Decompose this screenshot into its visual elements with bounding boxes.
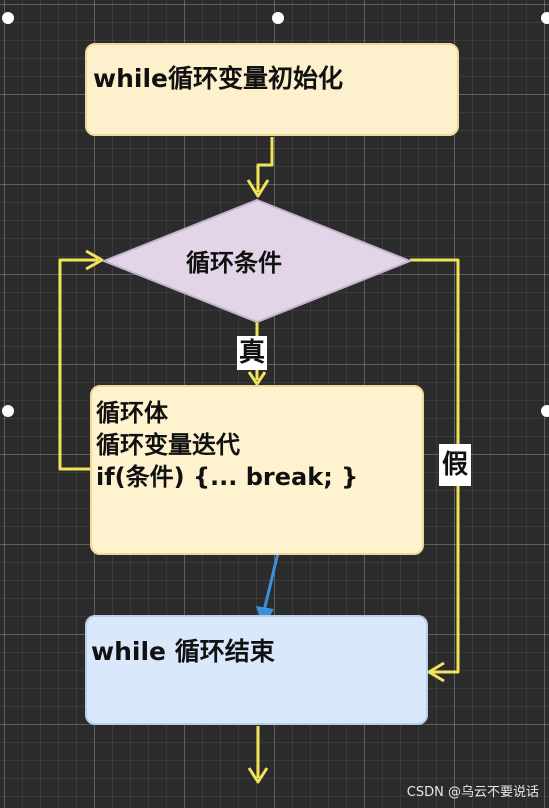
loop-body-line-3: if(条件) {... break; } <box>96 463 359 491</box>
selection-handle-top-center[interactable] <box>272 12 284 24</box>
selection-handle-middle-right[interactable] <box>541 405 549 417</box>
arrow-init-to-condition <box>256 137 274 192</box>
loop-body-node[interactable]: 循环体 循环变量迭代 if(条件) {... break; } <box>90 385 424 555</box>
arrow-head-exit <box>247 767 269 784</box>
end-node[interactable]: while 循环结束 <box>85 615 428 725</box>
arrow-head-end-right <box>427 661 445 683</box>
end-node-label: while 循环结束 <box>91 637 275 666</box>
watermark: CSDN @乌云不要说话 <box>406 785 539 800</box>
edge-label-false: 假 <box>439 444 472 486</box>
edge-label-true: 真 <box>237 336 268 370</box>
arrow-head-condition-top <box>246 179 270 198</box>
init-node-label: while循环变量初始化 <box>93 64 343 93</box>
arrow-head-loop-back <box>85 249 104 271</box>
selection-handle-top-right[interactable] <box>541 12 549 24</box>
init-node[interactable]: while循环变量初始化 <box>85 43 459 136</box>
arrow-head-body-top <box>247 371 267 387</box>
condition-node-label: 循环条件 <box>186 249 282 277</box>
arrow-loop-back <box>58 258 98 471</box>
loop-body-line-2: 循环变量迭代 <box>96 431 240 459</box>
selection-handle-middle-left[interactable] <box>2 405 14 417</box>
loop-body-line-1: 循环体 <box>96 399 168 427</box>
condition-diamond[interactable] <box>101 198 413 324</box>
selection-handle-top-left[interactable] <box>2 12 14 24</box>
